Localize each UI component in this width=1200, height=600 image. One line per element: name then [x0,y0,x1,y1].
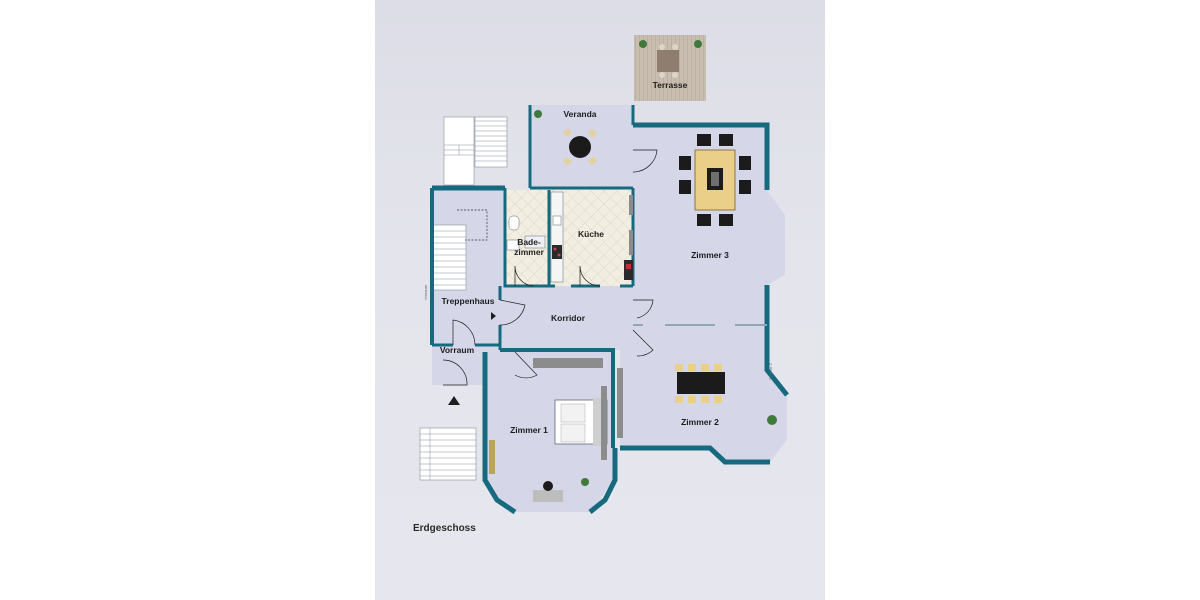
door-korridor-east [633,299,654,319]
door-veranda [632,149,658,173]
veranda-table [534,110,597,166]
floor-title: Erdgeschoss [413,523,476,534]
entrance-arrow-icon [448,396,460,405]
floor-plan: Vorraum Zimmer 2 Terrasse Veranda Bade- … [413,35,789,534]
plant-icon [581,478,589,486]
label-kueche: Küche [578,229,604,239]
label-zimmer1: Zimmer 1 [510,425,548,435]
door-kueche [579,265,601,287]
indoor-stair [431,224,467,291]
label-zimmer2: Zimmer 2 [681,417,719,427]
label-badezimmer-2: zimmer [514,247,544,257]
door-zimmer1 [514,351,538,379]
plant-icon [639,40,647,48]
door-bad [514,265,534,287]
label-korridor: Korridor [551,313,586,323]
window-label: Vorraum [423,284,428,300]
window-label-2: Zimmer 2 [768,362,773,380]
room-labels: Terrasse Veranda Bade- zimmer Küche Zimm… [440,80,729,435]
door-korridor-west [499,299,526,326]
label-badezimmer: Bade- [517,237,541,247]
stair-path-dashed [457,209,488,241]
wall-bath-kitchen [503,188,635,288]
plant-icon [767,415,777,425]
plant-icon [534,110,542,118]
label-veranda: Veranda [563,109,596,119]
wall-zimmer2-east [620,325,789,465]
zimmer2-dining [617,364,777,438]
outside-stair-right [474,116,508,168]
label-zimmer3: Zimmer 3 [691,250,729,260]
plant-icon [694,40,702,48]
walls [430,105,789,515]
zimmer1-floor [485,352,613,512]
door-korridor-south [632,329,654,357]
doors [442,149,658,386]
wall-veranda [528,105,635,188]
zimmer1-furniture [489,358,608,502]
kitchen-counter [550,191,633,283]
wall-top-house [432,122,770,191]
label-treppenhaus: Treppenhaus [442,296,495,306]
label-terrasse: Terrasse [653,80,688,90]
stair-treads [420,120,507,480]
door-entrance [442,359,468,386]
wall-zimmer1-top [500,348,615,448]
wall-zimmer1 [482,352,618,515]
arrow-icon [491,312,496,320]
door-vorraum [452,319,476,346]
label-vorraum: Vorraum [440,345,475,355]
furniture [489,40,777,502]
wall-korridor [432,286,502,350]
korridor-floor [500,286,633,350]
bathroom-fixtures [506,215,546,251]
zimmer3-dining [629,134,751,255]
terrasse-table [639,40,702,78]
entrance-stair [419,427,477,481]
floor-plan-sheet: Vorraum Zimmer 2 Terrasse Veranda Bade- … [375,0,825,600]
